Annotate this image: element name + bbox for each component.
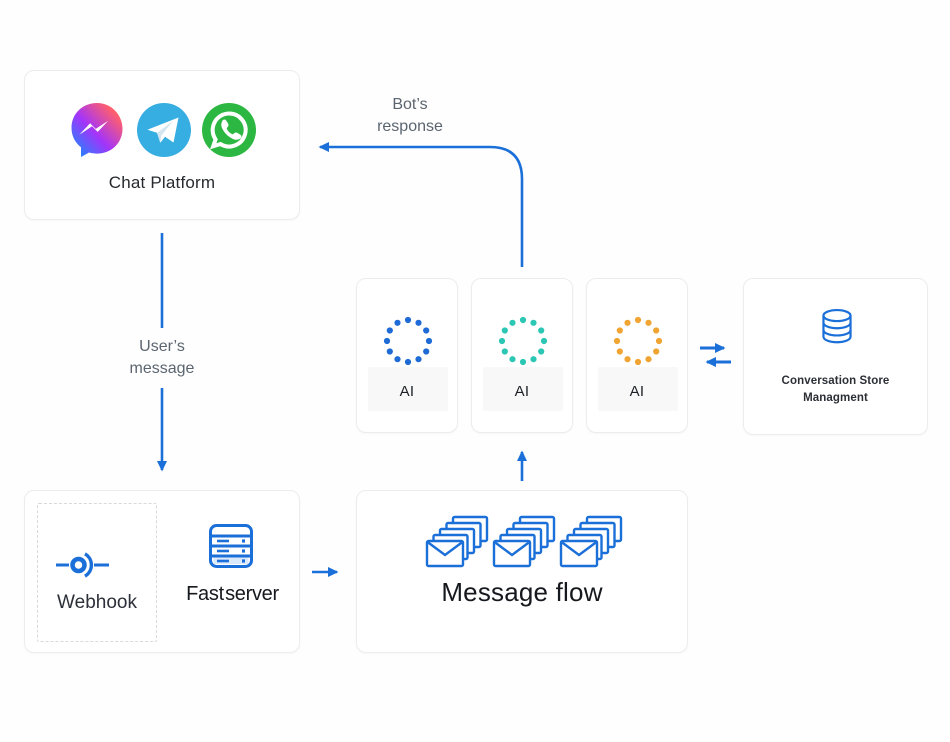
bots-response-label: Bot’s response (335, 94, 485, 139)
conversation-store-label: Conversation Store Managment (744, 373, 927, 408)
bots-response-arrow (318, 142, 524, 267)
bots-response-line1: Bot’s (392, 96, 428, 113)
webhook-icon (56, 552, 109, 578)
message-flow-box: Message flow (356, 490, 688, 653)
users-message-line1: User’s (139, 338, 185, 355)
messenger-icon (71, 103, 123, 157)
ai-spinner-icon (383, 316, 433, 366)
database-icon (822, 308, 852, 344)
telegram-icon (137, 103, 191, 157)
envelope-stack-icon (425, 515, 489, 568)
ai-box-2: AI (471, 278, 573, 433)
ai-label-highlight (483, 367, 563, 411)
conversation-store-box: Conversation Store Managment (743, 278, 928, 435)
users-message-line2: message (129, 360, 195, 378)
webhook-dashed-box: Webhook (37, 503, 157, 642)
ai-label-highlight (598, 367, 678, 411)
envelope-stacks (425, 513, 623, 569)
webhook-server-box: Webhook Fast server (24, 490, 300, 653)
server-icon (209, 524, 253, 568)
envelope-stack-icon (559, 515, 623, 568)
users-message-label: User’s message (92, 336, 232, 381)
message-flow-label: Message flow (441, 577, 603, 607)
ai-box-1: AI (356, 278, 458, 433)
bots-response-line2: response (377, 118, 443, 136)
webhook-label: Webhook (57, 592, 137, 613)
chat-platform-label: Chat Platform (108, 173, 216, 192)
ai-label-highlight (368, 367, 448, 411)
ai-spinner-icon (498, 316, 548, 366)
whatsapp-icon (202, 103, 256, 157)
ai-box-3: AI (586, 278, 688, 433)
conversation-store-line2: Managment (803, 392, 868, 405)
ai-label: AI (629, 383, 645, 400)
conversation-store-line1: Conversation Store (781, 375, 890, 387)
ai-spinner-icon (613, 316, 663, 366)
envelope-stack-icon (492, 515, 556, 568)
chat-platform-box: Chat Platform (24, 70, 300, 220)
ai-label: AI (399, 383, 415, 400)
ai-label: AI (514, 383, 530, 400)
chat-platform-icons (25, 99, 299, 161)
fast-server-label: Fast server (186, 583, 279, 605)
